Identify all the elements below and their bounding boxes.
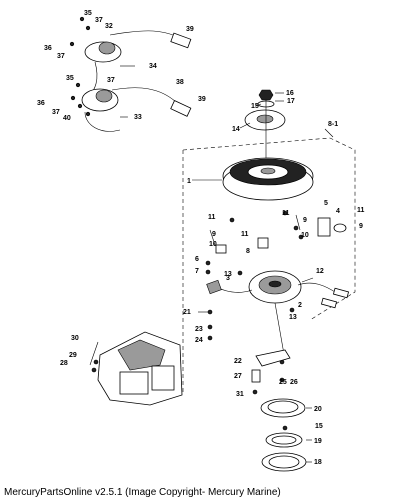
callout-17: 17 (287, 98, 295, 105)
assembly-boundary (182, 137, 356, 395)
callout-40: 40 (63, 115, 71, 122)
callout-38: 38 (176, 79, 184, 86)
callout-23: 23 (195, 326, 203, 333)
callout-10a: 10 (209, 241, 217, 248)
callout-12: 12 (316, 268, 324, 275)
callout-36b: 36 (37, 100, 45, 107)
callout-39b: 39 (198, 96, 206, 103)
callout-19: 19 (314, 438, 322, 445)
callout-3: 3 (226, 275, 230, 282)
callout-1: 1 (187, 178, 191, 185)
callout-33: 33 (134, 114, 142, 121)
callout-11b: 11 (241, 231, 249, 238)
callout-2: 2 (298, 302, 302, 309)
callout-9a: 9 (212, 231, 216, 238)
callout-11c: 11 (282, 210, 290, 217)
callout-26: 26 (290, 379, 298, 386)
retainer-rings (260, 398, 307, 472)
callout-37c: 37 (107, 77, 115, 84)
callout-13a: 13 (224, 271, 232, 278)
callout-8-1: 8-1 (328, 121, 338, 128)
bracket (251, 349, 291, 383)
callout-34: 34 (149, 63, 157, 70)
callout-13b: 13 (289, 314, 297, 321)
callout-7: 7 (195, 268, 199, 275)
callout-24: 24 (195, 337, 203, 344)
callout-4: 4 (336, 208, 340, 215)
callout-32: 32 (105, 23, 113, 30)
callout-labels: 1 2 3 4 5 6 7 8 9 9 9 10 10 11 11 11 11 … (37, 10, 365, 466)
callout-29: 29 (69, 352, 77, 359)
callout-11d: 11 (357, 207, 365, 214)
callout-35a: 35 (84, 10, 92, 17)
callout-15a: 15 (251, 103, 259, 110)
callout-14: 14 (232, 126, 240, 133)
callout-20: 20 (314, 406, 322, 413)
callout-31: 31 (236, 391, 244, 398)
callout-39a: 39 (186, 26, 194, 33)
callout-27: 27 (234, 373, 242, 380)
leader-lines (120, 65, 334, 463)
callout-9c: 9 (359, 223, 363, 230)
flywheel (222, 157, 314, 201)
stator-plate (211, 270, 350, 361)
powerhead-block (89, 331, 183, 406)
trigger-coil (206, 214, 347, 295)
callout-22: 22 (234, 358, 242, 365)
callout-16: 16 (286, 90, 294, 97)
flywheel-hardware (244, 89, 286, 160)
callout-36a: 36 (44, 45, 52, 52)
small-hardware (205, 210, 304, 431)
callout-21: 21 (183, 309, 191, 316)
callout-18: 18 (314, 459, 322, 466)
callout-25: 25 (279, 379, 287, 386)
callout-5: 5 (324, 200, 328, 207)
callout-28: 28 (60, 360, 68, 367)
callout-9b: 9 (303, 217, 307, 224)
callout-11a: 11 (208, 214, 216, 221)
callout-37b: 37 (57, 53, 65, 60)
callout-37a: 37 (95, 17, 103, 24)
callout-8: 8 (246, 248, 250, 255)
callout-10b: 10 (301, 232, 309, 239)
callout-15b: 15 (315, 423, 323, 430)
image-copyright-footer: MercuryPartsOnline v2.5.1 (Image Copyrig… (4, 487, 281, 498)
ignition-coil-lower (81, 87, 192, 132)
callout-6: 6 (195, 256, 199, 263)
callout-30: 30 (71, 335, 79, 342)
screws-left (69, 16, 91, 117)
callout-37d: 37 (52, 109, 60, 116)
callout-35b: 35 (66, 75, 74, 82)
